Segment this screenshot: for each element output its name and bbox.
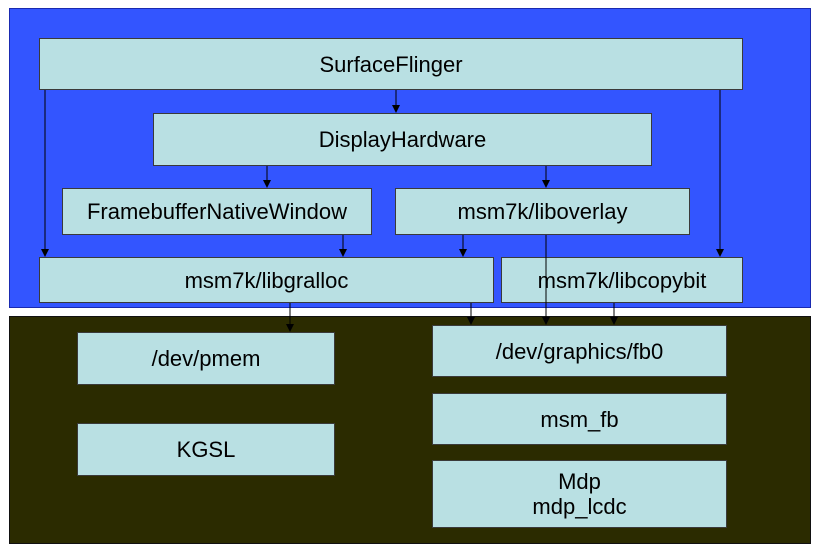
pmem-box: /dev/pmem <box>77 332 335 385</box>
msm-fb-box: msm_fb <box>432 393 727 445</box>
liboverlay-label: msm7k/liboverlay <box>457 199 628 224</box>
framebuffer-native-window-box: FramebufferNativeWindow <box>62 188 372 235</box>
surfaceflinger-box: SurfaceFlinger <box>39 38 743 90</box>
mdp-label-line1: Mdp <box>558 469 601 494</box>
kgsl-label: KGSL <box>176 437 236 462</box>
surfaceflinger-label: SurfaceFlinger <box>319 51 463 77</box>
fb0-box: /dev/graphics/fb0 <box>432 325 727 377</box>
liboverlay-box: msm7k/liboverlay <box>395 188 690 235</box>
libgralloc-label: msm7k/libgralloc <box>184 267 349 293</box>
msm-fb-label: msm_fb <box>540 406 619 432</box>
mdp-label-line2: mdp_lcdc <box>532 494 627 519</box>
kgsl-box: KGSL <box>77 423 335 476</box>
libgralloc-box: msm7k/libgralloc <box>39 257 494 303</box>
framebuffer-native-window-label: FramebufferNativeWindow <box>86 199 348 224</box>
displayhardware-label: DisplayHardware <box>318 127 487 152</box>
mdp-box: Mdp mdp_lcdc <box>432 460 727 528</box>
pmem-label: /dev/pmem <box>151 346 261 371</box>
libcopybit-label: msm7k/libcopybit <box>537 267 707 293</box>
fb0-label: /dev/graphics/fb0 <box>495 338 664 364</box>
displayhardware-box: DisplayHardware <box>153 113 652 166</box>
libcopybit-box: msm7k/libcopybit <box>501 257 743 303</box>
